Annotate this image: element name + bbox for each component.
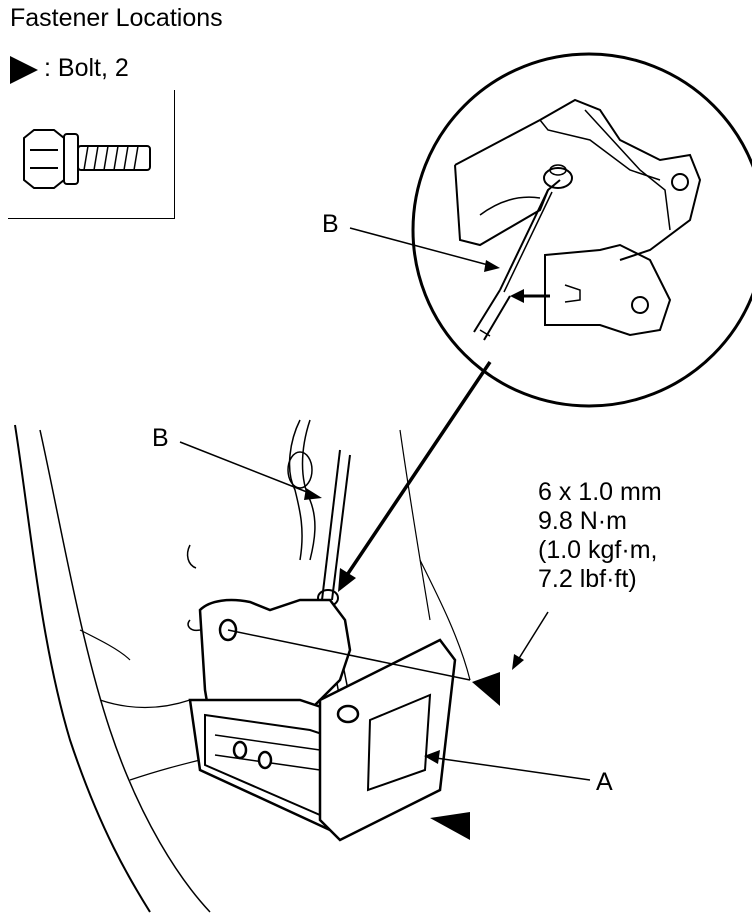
bolt-icon (23, 129, 151, 189)
bolt-marker-icon (10, 56, 38, 84)
bolt-illustration-box (8, 90, 175, 219)
torque-spec: 6 x 1.0 mm 9.8 N·m (1.0 kgf·m, 7.2 lbf·f… (538, 478, 662, 594)
torque-spec-line4: 7.2 lbf·ft) (538, 565, 637, 593)
bolt-axis-line (227, 629, 471, 681)
outer-handle-bracket (188, 598, 457, 842)
torque-leader-line (517, 611, 549, 661)
diagram-title: Fastener Locations (10, 4, 223, 32)
torque-spec-line3: (1.0 kgf·m, (538, 536, 658, 564)
callout-b-upper-line (349, 227, 493, 267)
callout-a-line (435, 757, 591, 781)
torque-spec-line2: 9.8 N·m (538, 507, 627, 535)
bolt-marker-upper (472, 672, 500, 706)
detail-leader-line (343, 361, 492, 579)
bolt-marker-lower (430, 812, 470, 840)
body-panel (14, 424, 471, 913)
detail-push-arrow-head (510, 289, 524, 303)
callout-b-lower: B (152, 424, 169, 452)
callout-b-lower-line (179, 441, 313, 495)
detail-circle (411, 52, 752, 408)
detail-leader-arrow (338, 568, 356, 592)
torque-spec-line1: 6 x 1.0 mm (538, 478, 662, 506)
callout-b-upper: B (322, 210, 339, 238)
bolt-legend-text: : Bolt, 2 (44, 54, 129, 82)
callout-a: A (596, 768, 613, 796)
